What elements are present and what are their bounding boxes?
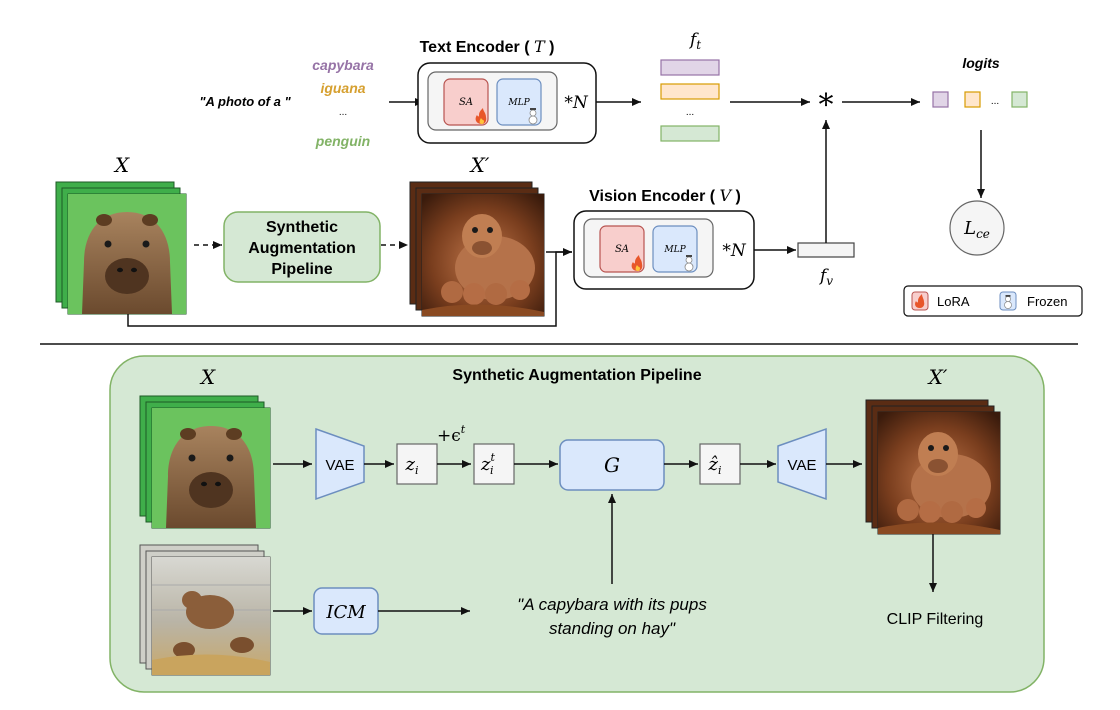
ft-ellipsis: ... [686,107,694,118]
x-label-bottom: X [199,365,216,389]
x-label-top: X [113,153,130,177]
class-label-penguin: penguin [315,133,370,149]
augmented-image-stack-top [409,181,545,317]
sap-box-line-2: Augmentation [248,240,356,257]
legend-lora-label: LoRA [937,294,970,309]
vae-encoder-shape [315,427,365,501]
latent-zit-box [473,443,515,485]
logit-penguin [1011,91,1028,108]
vision-encoder-repeat-label: *N [722,241,747,261]
ft-embedding-iguana [660,83,720,100]
noise-label: +ϵt [437,423,466,446]
vision-encoder-title: Vision Encoder ( V ) [589,186,741,205]
capybara-pen-photo [152,557,270,675]
text-encoder-frozen-snowman-icon [528,108,538,125]
capybara-portrait-image [152,408,270,528]
vision-encoder-lora-flame-icon [631,255,643,271]
vision-encoder-sa-block [599,225,645,273]
ft-embedding-capybara [660,59,720,76]
vae-decoder-shape [777,427,827,501]
sap-box-top [223,211,381,283]
latent-zi-label: zi [404,454,418,477]
ft-label: ft [688,30,701,52]
generator-block [559,439,665,491]
text-encoder-mlp-label: MLP [507,98,530,108]
sap-box-line-3: Pipeline [271,261,332,278]
x-prime-label-top: X′ [469,153,490,177]
text-encoder-lora-flame-icon [475,108,487,124]
capybara-portrait-image [68,194,186,314]
augmented-image-stack-bottom [865,399,1001,535]
class-label-capybara: capybara [312,57,374,73]
class-label-ellipsis: ... [339,107,347,118]
clip-filtering-label: CLIP Filtering [887,611,984,628]
loss-label: Lce [963,218,990,241]
text-encoder-title: Text Encoder ( T ) [420,37,555,56]
legend-frozen-label: Frozen [1027,294,1067,309]
logits-ellipsis: ... [991,96,999,107]
caption-line-2: standing on hay" [549,619,676,638]
generator-label: G [604,453,620,477]
input-image-stack-top [55,181,187,315]
vae-encoder-label: VAE [326,457,355,474]
vae-decoder-label: VAE [788,457,817,474]
prompt-text: "A photo of a " [199,94,291,109]
reference-image-stack [139,544,271,676]
caption-line-1: "A capybara with its pups [517,595,707,614]
sap-box-line-1: Synthetic [266,219,338,236]
vision-encoder-frozen-snowman-icon [684,255,694,272]
capybara-with-pups-image [878,412,1000,534]
vision-encoder-mlp-label: MLP [663,245,686,255]
icm-label: ICM [325,602,366,623]
logit-capybara [932,91,949,108]
legend-box [903,285,1083,317]
loss-node [949,200,1005,256]
latent-zhat-box [699,443,741,485]
capybara-with-pups-image [422,194,544,316]
logits-label: logits [962,55,1000,71]
text-encoder-sa-label: SA [459,97,473,108]
fv-embedding [797,242,855,258]
text-encoder-sa-block [443,78,489,126]
ft-embedding-penguin [660,125,720,142]
sap-detail-title: Synthetic Augmentation Pipeline [452,367,701,384]
fv-label: fv [818,266,833,288]
class-label-iguana: iguana [320,80,365,96]
legend-snowman-icon [1004,295,1012,309]
multiply-operator: * [819,88,834,123]
legend-flame-icon [915,294,925,308]
x-prime-label-bottom: X′ [927,365,948,389]
logit-iguana [964,91,981,108]
text-encoder-repeat-label: *N [564,93,589,113]
latent-zhat-label: ẑi [707,454,721,477]
vision-encoder-sa-label: SA [615,244,629,255]
input-image-stack-bottom [139,395,271,529]
